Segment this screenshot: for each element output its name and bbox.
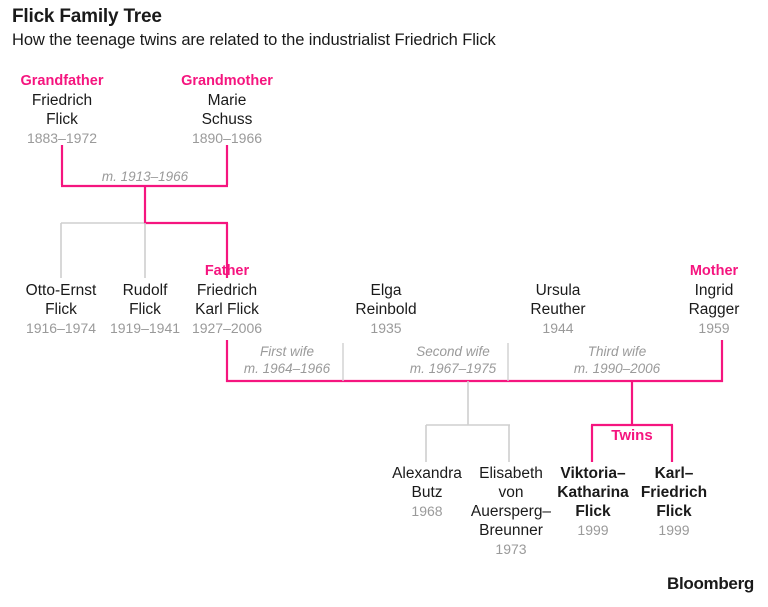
- person-name-line2: Flick: [129, 301, 161, 318]
- person-role-grandmother: Grandmother: [181, 73, 273, 89]
- person-name-line2: Reinbold: [355, 301, 417, 318]
- person-name-line2: Flick: [45, 301, 77, 318]
- person-name-line1: Friedrich: [196, 282, 258, 299]
- person-ursula-reuther: Ursula Reuther 1944: [508, 281, 608, 338]
- person-years: 1973: [495, 541, 527, 557]
- person-name-line3: Flick: [656, 503, 692, 520]
- page-subtitle: How the teenage twins are related to the…: [12, 31, 496, 49]
- header: Flick Family Tree How the teenage twins …: [12, 6, 756, 51]
- person-name-line2: Katharina: [557, 484, 629, 501]
- person-name-line2: von: [498, 484, 524, 501]
- person-years: 1927–2006: [191, 320, 263, 336]
- person-name-line3: Flick: [575, 503, 611, 520]
- person-rudolf-flick: Rudolf Flick 1919–1941: [105, 281, 185, 338]
- person-years: 1944: [542, 320, 574, 336]
- person-name-line1: Elisabeth: [479, 465, 543, 482]
- marriage-order: Second wife: [416, 344, 490, 359]
- person-name-line2: Ragger: [688, 301, 740, 318]
- person-name-line1: Karl–: [654, 465, 694, 482]
- person-role-father: Father: [204, 263, 250, 279]
- person-name-line1: Friedrich: [31, 92, 93, 109]
- person-alexandra-butz: Alexandra Butz 1968: [383, 464, 471, 521]
- person-name-line1: Rudolf: [122, 282, 168, 299]
- marriage-third-wife: Third wife m. 1990–2006: [562, 343, 672, 377]
- person-name-line1: Viktoria–: [560, 465, 626, 482]
- person-name-line2: Karl Flick: [195, 301, 259, 318]
- person-name-line1: Elga: [370, 282, 402, 299]
- person-grandmother: Grandmother Marie Schuss 1890–1966: [167, 72, 287, 148]
- person-name-line1: Ingrid: [694, 282, 734, 299]
- person-otto-ernst-flick: Otto-Ernst Flick 1916–1974: [11, 281, 111, 338]
- person-name-line2: Flick: [46, 111, 78, 128]
- marriage-dates: m. 1990–2006: [573, 361, 661, 376]
- person-elga-reinbold: Elga Reinbold 1935: [336, 281, 436, 338]
- person-years: 1935: [370, 320, 402, 336]
- page-title: Flick Family Tree: [12, 6, 162, 27]
- marriage-first-wife: First wife m. 1964–1966: [232, 343, 342, 377]
- person-grandfather: Grandfather Friedrich Flick 1883–1972: [12, 72, 112, 148]
- person-years: 1959: [698, 320, 730, 336]
- person-years: 1968: [411, 503, 443, 519]
- marriage-dates: m. 1913–1966: [101, 169, 189, 184]
- marriage-grandparents: m. 1913–1966: [65, 168, 225, 185]
- person-years: 1999: [577, 522, 609, 538]
- person-years: 1919–1941: [109, 320, 181, 336]
- person-viktoria-katharina-flick: Viktoria– Katharina Flick 1999: [551, 464, 635, 540]
- person-mother-ingrid-ragger: Mother Ingrid Ragger 1959: [664, 262, 764, 338]
- person-role-mother: Mother: [689, 263, 739, 279]
- person-years: 1883–1972: [26, 130, 98, 146]
- person-name-line2: Schuss: [201, 111, 253, 128]
- marriage-dates: m. 1967–1975: [409, 361, 497, 376]
- person-elisabeth-von-auersperg-breunner: Elisabeth von Auersperg– Breunner 1973: [468, 464, 554, 559]
- person-years: 1916–1974: [25, 320, 97, 336]
- person-name-line1: Ursula: [535, 282, 581, 299]
- person-name-line1: Marie: [207, 92, 247, 109]
- person-years: 1890–1966: [191, 130, 263, 146]
- marriage-dates: m. 1964–1966: [243, 361, 331, 376]
- bloomberg-logo: Bloomberg: [666, 574, 754, 593]
- person-years: 1999: [658, 522, 690, 538]
- person-name-line3: Auersperg–: [470, 503, 552, 520]
- person-father-friedrich-karl-flick: Father Friedrich Karl Flick 1927–2006: [172, 262, 282, 338]
- marriage-order: First wife: [260, 344, 314, 359]
- person-name-line4: Breunner: [479, 522, 543, 539]
- person-name-line1: Alexandra: [392, 465, 462, 482]
- person-role-grandfather: Grandfather: [20, 73, 104, 89]
- marriage-order: Third wife: [587, 344, 647, 359]
- person-name-line2: Reuther: [530, 301, 586, 318]
- person-name-line2: Friedrich: [640, 484, 708, 501]
- person-karl-friedrich-flick: Karl– Friedrich Flick 1999: [632, 464, 716, 540]
- person-name-line2: Butz: [411, 484, 443, 501]
- person-name-line1: Otto-Ernst: [25, 282, 97, 299]
- marriage-second-wife: Second wife m. 1967–1975: [398, 343, 508, 377]
- twins-label: Twins: [611, 427, 653, 444]
